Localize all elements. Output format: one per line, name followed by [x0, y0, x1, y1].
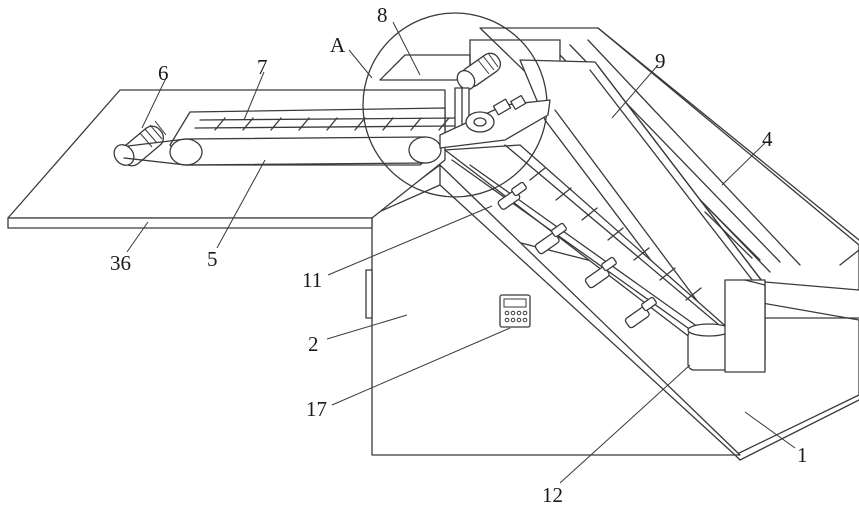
label-8: 8 [377, 3, 388, 27]
label-2: 2 [308, 332, 319, 356]
label-9: 9 [655, 49, 666, 73]
horizontal-conveyor [170, 108, 460, 165]
label-a: A [330, 33, 346, 57]
label-17: 17 [306, 397, 327, 421]
label-11: 11 [302, 268, 322, 292]
label-4: 4 [762, 127, 773, 151]
label-36: 36 [110, 251, 131, 275]
label-7: 7 [257, 55, 268, 79]
label-6: 6 [158, 61, 169, 85]
control-panel [500, 295, 530, 327]
label-5: 5 [207, 247, 218, 271]
label-1: 1 [797, 443, 808, 467]
label-12: 12 [542, 483, 563, 507]
